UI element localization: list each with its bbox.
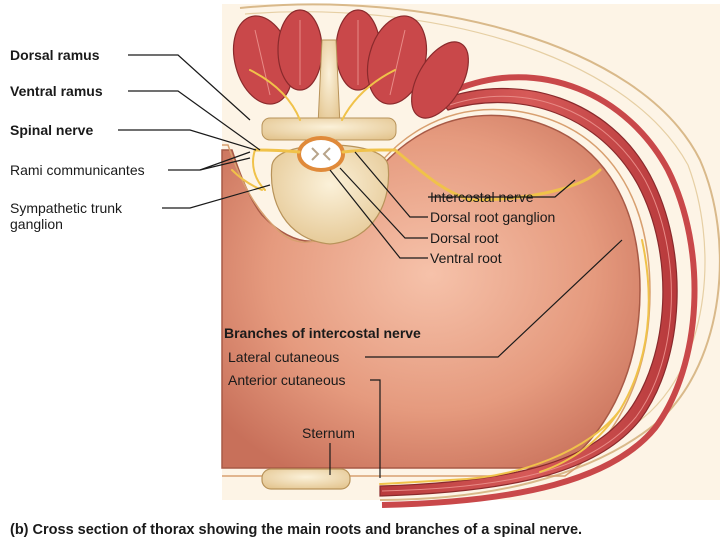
label-dorsal-root: Dorsal root (430, 230, 499, 246)
vertebra (261, 39, 397, 245)
leader-lines-left (118, 54, 271, 209)
branches-heading: Branches of intercostal nerve (224, 325, 421, 341)
spinal-cord (297, 136, 345, 172)
sternum (261, 468, 351, 490)
label-ventral-root: Ventral root (430, 250, 502, 266)
back-muscles (232, 9, 469, 119)
label-intercostal-nerve: Intercostal nerve (430, 189, 534, 205)
label-sternum: Sternum (302, 425, 355, 441)
label-sympathetic-ganglion: ganglion (10, 216, 63, 232)
label-spinal-nerve: Spinal nerve (10, 122, 93, 138)
figure-caption: (b) Cross section of thorax showing the … (10, 522, 582, 538)
label-rami-communicantes: Rami communicantes (10, 162, 145, 178)
lung-cavity (221, 114, 641, 469)
label-dorsal-ramus: Dorsal ramus (10, 47, 100, 63)
leader-lines-right (329, 151, 623, 478)
intercostal-muscle-band (379, 87, 678, 497)
intercostal-muscle-outer (381, 74, 698, 508)
label-anterior-cutaneous: Anterior cutaneous (228, 372, 346, 388)
label-lateral-cutaneous: Lateral cutaneous (228, 349, 339, 365)
label-dorsal-root-ganglion: Dorsal root ganglion (430, 209, 555, 225)
label-ventral-ramus: Ventral ramus (10, 83, 103, 99)
label-sympathetic-trunk: Sympathetic trunk (10, 200, 123, 216)
